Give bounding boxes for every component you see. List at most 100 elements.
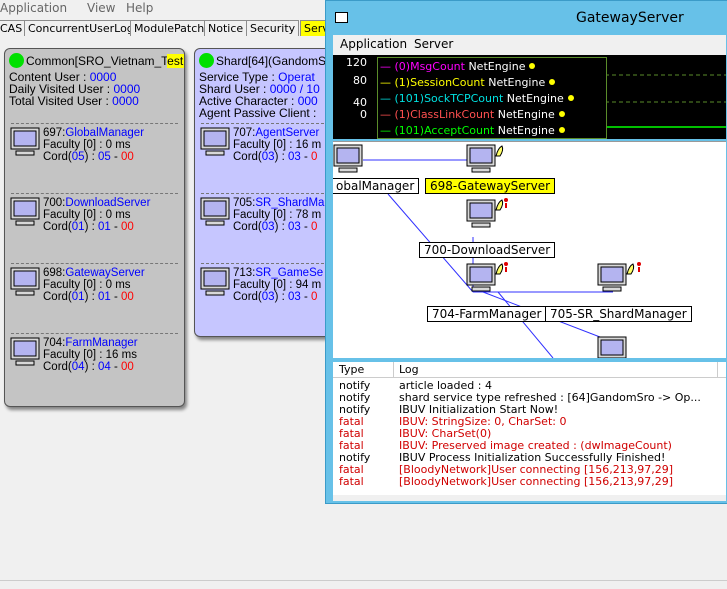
- legend-item: — (1)ClassLinkCount NetEngine: [380, 108, 565, 121]
- log-message: article loaded : 4: [399, 379, 492, 392]
- tab-server[interactable]: Serv: [300, 20, 333, 36]
- counter-graph: 120 80 40 0 — (0)MsgCount NetEngine — (1…: [333, 55, 726, 139]
- agent-passive-client-stat: Agent Passive Client :: [199, 106, 317, 120]
- log-row[interactable]: notify IBUV Initialization Start Now!: [333, 404, 726, 416]
- common-panel: Common[SRO_Vietnam_TestLocal Content Use…: [4, 48, 185, 407]
- log-type: notify: [339, 451, 371, 464]
- status-online-icon: [9, 53, 24, 68]
- common-header-text: Common[SRO_Vietnam_T: [26, 54, 168, 68]
- divider: [201, 263, 339, 264]
- active-character-stat: Active Character : 000: [199, 94, 318, 108]
- tab-concurrent-user-log[interactable]: ConcurrentUserLog: [24, 20, 138, 36]
- shard-user-stat: Shard User : 0000 / 10: [199, 82, 320, 96]
- log-row[interactable]: fatal [BloodyNetwork]User connecting [156…: [333, 464, 726, 476]
- divider: [11, 333, 178, 334]
- log-type: fatal: [339, 415, 364, 428]
- menu-server[interactable]: Server: [414, 37, 454, 51]
- log-type: fatal: [339, 463, 364, 476]
- content-user-stat: Content User : 0000: [9, 70, 117, 84]
- menu-help[interactable]: Help: [126, 1, 154, 15]
- log-row[interactable]: fatal IBUV: StringSize: 0, CharSet: 0: [333, 416, 726, 428]
- node-gateway-server[interactable]: 698-GatewayServer: [425, 178, 556, 194]
- log-row[interactable]: fatal IBUV: CharSet(0): [333, 428, 726, 440]
- monitor-icon: [10, 127, 40, 156]
- menu-application[interactable]: Application: [340, 37, 408, 51]
- log-message: IBUV Initialization Start Now!: [399, 403, 559, 416]
- legend-dot-icon: [558, 127, 565, 133]
- monitor-icon: [200, 127, 230, 156]
- tab-strip: CAS ConcurrentUserLog ModulePatch Notice…: [0, 20, 340, 36]
- divider: [11, 193, 178, 194]
- log-type: notify: [339, 391, 371, 404]
- log-row[interactable]: notify shard service type refreshed : [64…: [333, 392, 726, 404]
- gateway-server-window[interactable]: GatewayServer Application Server 120 80 …: [325, 0, 727, 504]
- log-type: fatal: [339, 427, 364, 440]
- menu-application[interactable]: Application: [0, 1, 68, 15]
- log-message: [BloodyNetwork]User connecting [156,213,…: [399, 475, 674, 488]
- server-network-map[interactable]: obalManager 698-GatewayServer 700-Downlo…: [333, 141, 726, 358]
- window-title: GatewayServer: [576, 10, 684, 26]
- common-panel-header: Common[SRO_Vietnam_TestLocal: [9, 53, 184, 69]
- service-type-stat: Service Type : Operat: [199, 70, 315, 84]
- node-farm-manager[interactable]: 704-FarmManager: [427, 306, 547, 322]
- tab-security[interactable]: Security: [246, 20, 300, 36]
- legend-item: — (0)MsgCount NetEngine: [380, 60, 536, 73]
- legend-dot-icon: [558, 111, 565, 117]
- window-icon[interactable]: [335, 12, 348, 23]
- monitor-icon[interactable]: [333, 144, 363, 174]
- status-online-icon: [199, 53, 214, 68]
- y-axis-label: 120: [346, 56, 367, 69]
- node-shard-manager[interactable]: 705-SR_ShardManager: [545, 306, 692, 322]
- window-titlebar[interactable]: GatewayServer: [326, 1, 727, 35]
- counter-legend: — (0)MsgCount NetEngine — (1)SessionCoun…: [377, 57, 607, 139]
- y-axis-label: 40: [353, 96, 367, 109]
- monitor-icon[interactable]: [466, 144, 508, 174]
- tab-module-patch[interactable]: ModulePatch: [130, 20, 209, 36]
- legend-dot-icon: [529, 63, 536, 69]
- tab-cas[interactable]: CAS: [0, 20, 27, 36]
- monitor-icon[interactable]: [466, 260, 508, 294]
- log-type: fatal: [339, 439, 364, 452]
- legend-dot-icon: [567, 95, 574, 101]
- shard-panel: Shard[64](GandomS Service Type : Operat …: [194, 48, 346, 337]
- total-visited-user-stat: Total Visited User : 0000: [9, 94, 139, 108]
- shard-panel-header: Shard[64](GandomS: [199, 53, 326, 69]
- monitor-icon: [10, 337, 40, 366]
- monitor-icon[interactable]: [597, 336, 627, 358]
- menu-view[interactable]: View: [87, 1, 116, 15]
- log-row[interactable]: notify article loaded : 4: [333, 380, 726, 392]
- log-type: fatal: [339, 475, 364, 488]
- y-axis-label: 80: [353, 74, 367, 87]
- log-message: shard service type refreshed : [64]Gando…: [399, 391, 701, 404]
- shard-header-text: Shard[64](GandomS: [216, 54, 327, 68]
- monitor-icon: [10, 197, 40, 226]
- log-type: notify: [339, 403, 371, 416]
- column-header-log[interactable]: Log: [399, 363, 419, 376]
- common-header-highlight: estLocal: [167, 54, 184, 68]
- log-type: notify: [339, 379, 371, 392]
- node-global-manager[interactable]: obalManager: [333, 178, 420, 194]
- monitor-icon: [200, 197, 230, 226]
- legend-item: — (101)SockTCPCount NetEngine: [380, 92, 574, 105]
- log-header: Type Log: [333, 362, 726, 378]
- monitor-icon[interactable]: [597, 260, 643, 294]
- legend-item: — (101)AcceptCount NetEngine: [380, 124, 565, 137]
- graph-gridlines: [605, 74, 726, 128]
- legend-dot-icon: [549, 79, 556, 85]
- divider: [201, 123, 339, 124]
- window-bottom-border: [333, 495, 726, 501]
- log-list[interactable]: Type Log notify article loaded : 4 notify s…: [333, 362, 726, 495]
- monitor-icon[interactable]: [466, 196, 508, 230]
- divider: [201, 193, 339, 194]
- log-row[interactable]: fatal [BloodyNetwork]User connecting [156…: [333, 476, 726, 488]
- legend-item: — (1)SessionCount NetEngine: [380, 76, 556, 89]
- column-header-type[interactable]: Type: [339, 363, 365, 376]
- log-message: IBUV: StringSize: 0, CharSet: 0: [399, 415, 567, 428]
- tab-notice[interactable]: Notice: [204, 20, 248, 36]
- node-download-server[interactable]: 700-DownloadServer: [419, 242, 556, 258]
- divider: [11, 123, 178, 124]
- log-message: IBUV: CharSet(0): [399, 427, 492, 440]
- log-message: [BloodyNetwork]User connecting [156,213,…: [399, 463, 674, 476]
